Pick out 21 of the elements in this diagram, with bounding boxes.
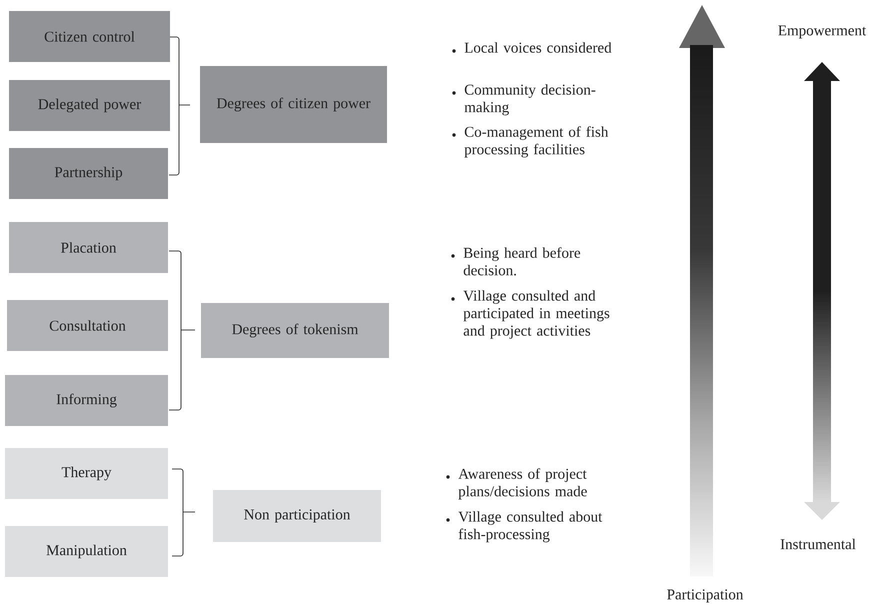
bullet-text: Co-management of fish processing facilities (464, 126, 608, 158)
rung-box: Citizen control (9, 10, 170, 62)
rung-box: Manipulation (5, 526, 168, 577)
axis-label: Participation (667, 589, 744, 603)
rung-box: Partnership (9, 148, 168, 199)
bullet-text: Community decision-making (464, 84, 596, 116)
rung-box: Placation (9, 222, 168, 273)
group-box: Degrees of tokenism (201, 302, 389, 358)
group-box: Degrees of citizen power (200, 66, 387, 143)
bullet-text: Awareness of project plans/decisions made (458, 468, 587, 500)
axis-label: Instrumental (780, 538, 856, 550)
bullet-text: Village consulted and participated in meetings and project activities (463, 290, 610, 339)
bullet-text: Local voices considered (464, 42, 612, 53)
axis-label: Empowerment (778, 25, 866, 38)
group-box: Non participation (213, 490, 381, 542)
rung-box: Informing (5, 374, 168, 426)
rung-box: Consultation (7, 300, 168, 351)
rung-box: Therapy (5, 448, 168, 499)
bullet-text: Village consulted about fish-processing (458, 511, 602, 542)
rung-box: Delegated power (9, 80, 170, 131)
bullet-text: Being heard before decision. (464, 247, 580, 276)
